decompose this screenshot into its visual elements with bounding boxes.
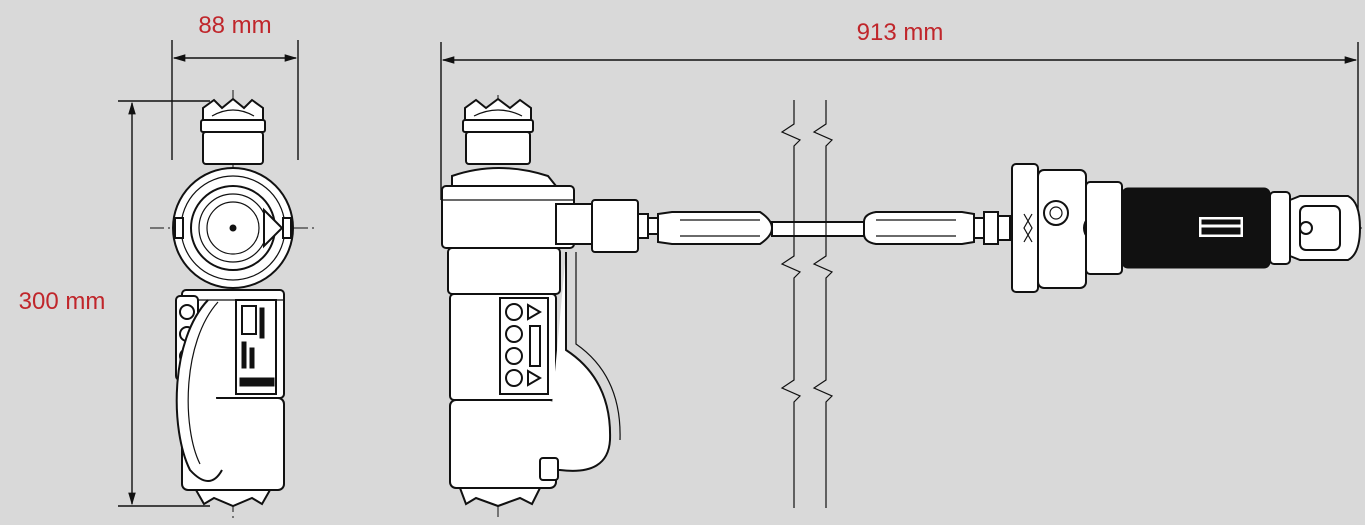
height-dimension: 300 mm (19, 100, 210, 507)
width-dimension: 88 mm (171, 12, 299, 160)
side-view (441, 95, 1362, 518)
length-dimension-label: 913 mm (857, 19, 944, 46)
height-dimension-label: 300 mm (19, 288, 106, 315)
width-dimension-label: 88 mm (198, 12, 271, 39)
length-dimension: 913 mm (440, 19, 1359, 240)
front-view (150, 90, 315, 518)
